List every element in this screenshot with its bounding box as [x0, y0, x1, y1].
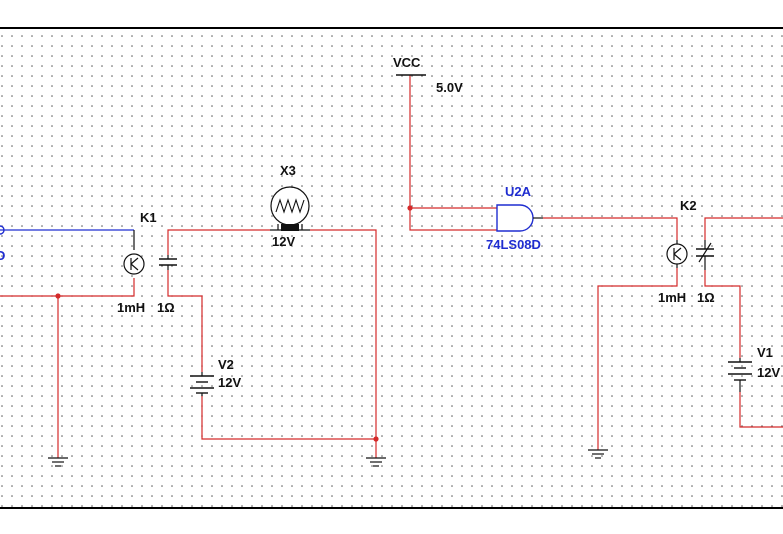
wire-v1-return	[739, 392, 783, 428]
wire-k1-contact-top	[167, 229, 270, 255]
wire-gate-k2	[543, 217, 678, 240]
wire-k2-to-v1	[704, 270, 741, 358]
lamp-x3[interactable]	[270, 186, 310, 231]
vcc-value-label: 5.0V	[436, 80, 463, 95]
probe-icon	[0, 225, 5, 235]
junction-dot	[55, 293, 61, 299]
relay-coil-icon	[123, 253, 145, 275]
relay-k-glyph	[130, 257, 139, 271]
x3-ref-label: X3	[280, 163, 296, 178]
k1-ref-label: K1	[140, 210, 157, 225]
u2a-part-label: 74LS08D	[486, 237, 541, 252]
k1-resistance-label: 1Ω	[157, 300, 175, 315]
junctions	[55, 205, 413, 442]
relay-coil-icon	[666, 243, 688, 265]
x3-value-label: 12V	[272, 234, 295, 249]
grid-area	[0, 28, 783, 508]
grounds	[48, 449, 608, 467]
and-gate-icon	[496, 204, 534, 232]
v2-ref-label: V2	[218, 357, 234, 372]
relay-k2[interactable]	[666, 240, 714, 270]
wire-k2-ground	[597, 268, 678, 450]
wire-k2-contact-top	[704, 217, 783, 240]
ground-icon	[48, 457, 68, 467]
junction-dot	[407, 205, 413, 211]
ground-icon	[588, 449, 608, 459]
and-gate-u2a[interactable]	[496, 204, 543, 232]
battery-v2[interactable]	[190, 372, 214, 396]
vcc-ref-label: VCC	[393, 55, 421, 70]
k2-ref-label: K2	[680, 198, 697, 213]
k1-inductance-label: 1mH	[117, 300, 145, 315]
relay-k1[interactable]	[123, 253, 177, 275]
wire-k1-coil-bottom	[0, 278, 135, 297]
ground-icon	[366, 457, 386, 467]
battery-v1[interactable]	[728, 358, 752, 392]
v1-value-label: 12V	[757, 365, 780, 380]
wire-k1-to-v2	[167, 270, 203, 372]
k2-resistance-label: 1Ω	[697, 290, 715, 305]
lamp-base	[281, 224, 299, 231]
partial-left-label: D	[0, 248, 5, 263]
v2-value-label: 12V	[218, 375, 241, 390]
junction-dot	[373, 436, 379, 442]
wire-vcc-gate-b	[409, 208, 497, 231]
v1-ref-label: V1	[757, 345, 773, 360]
lamp-filament	[275, 198, 305, 214]
u2a-ref-label: U2A	[505, 184, 532, 199]
k2-inductance-label: 1mH	[658, 290, 686, 305]
